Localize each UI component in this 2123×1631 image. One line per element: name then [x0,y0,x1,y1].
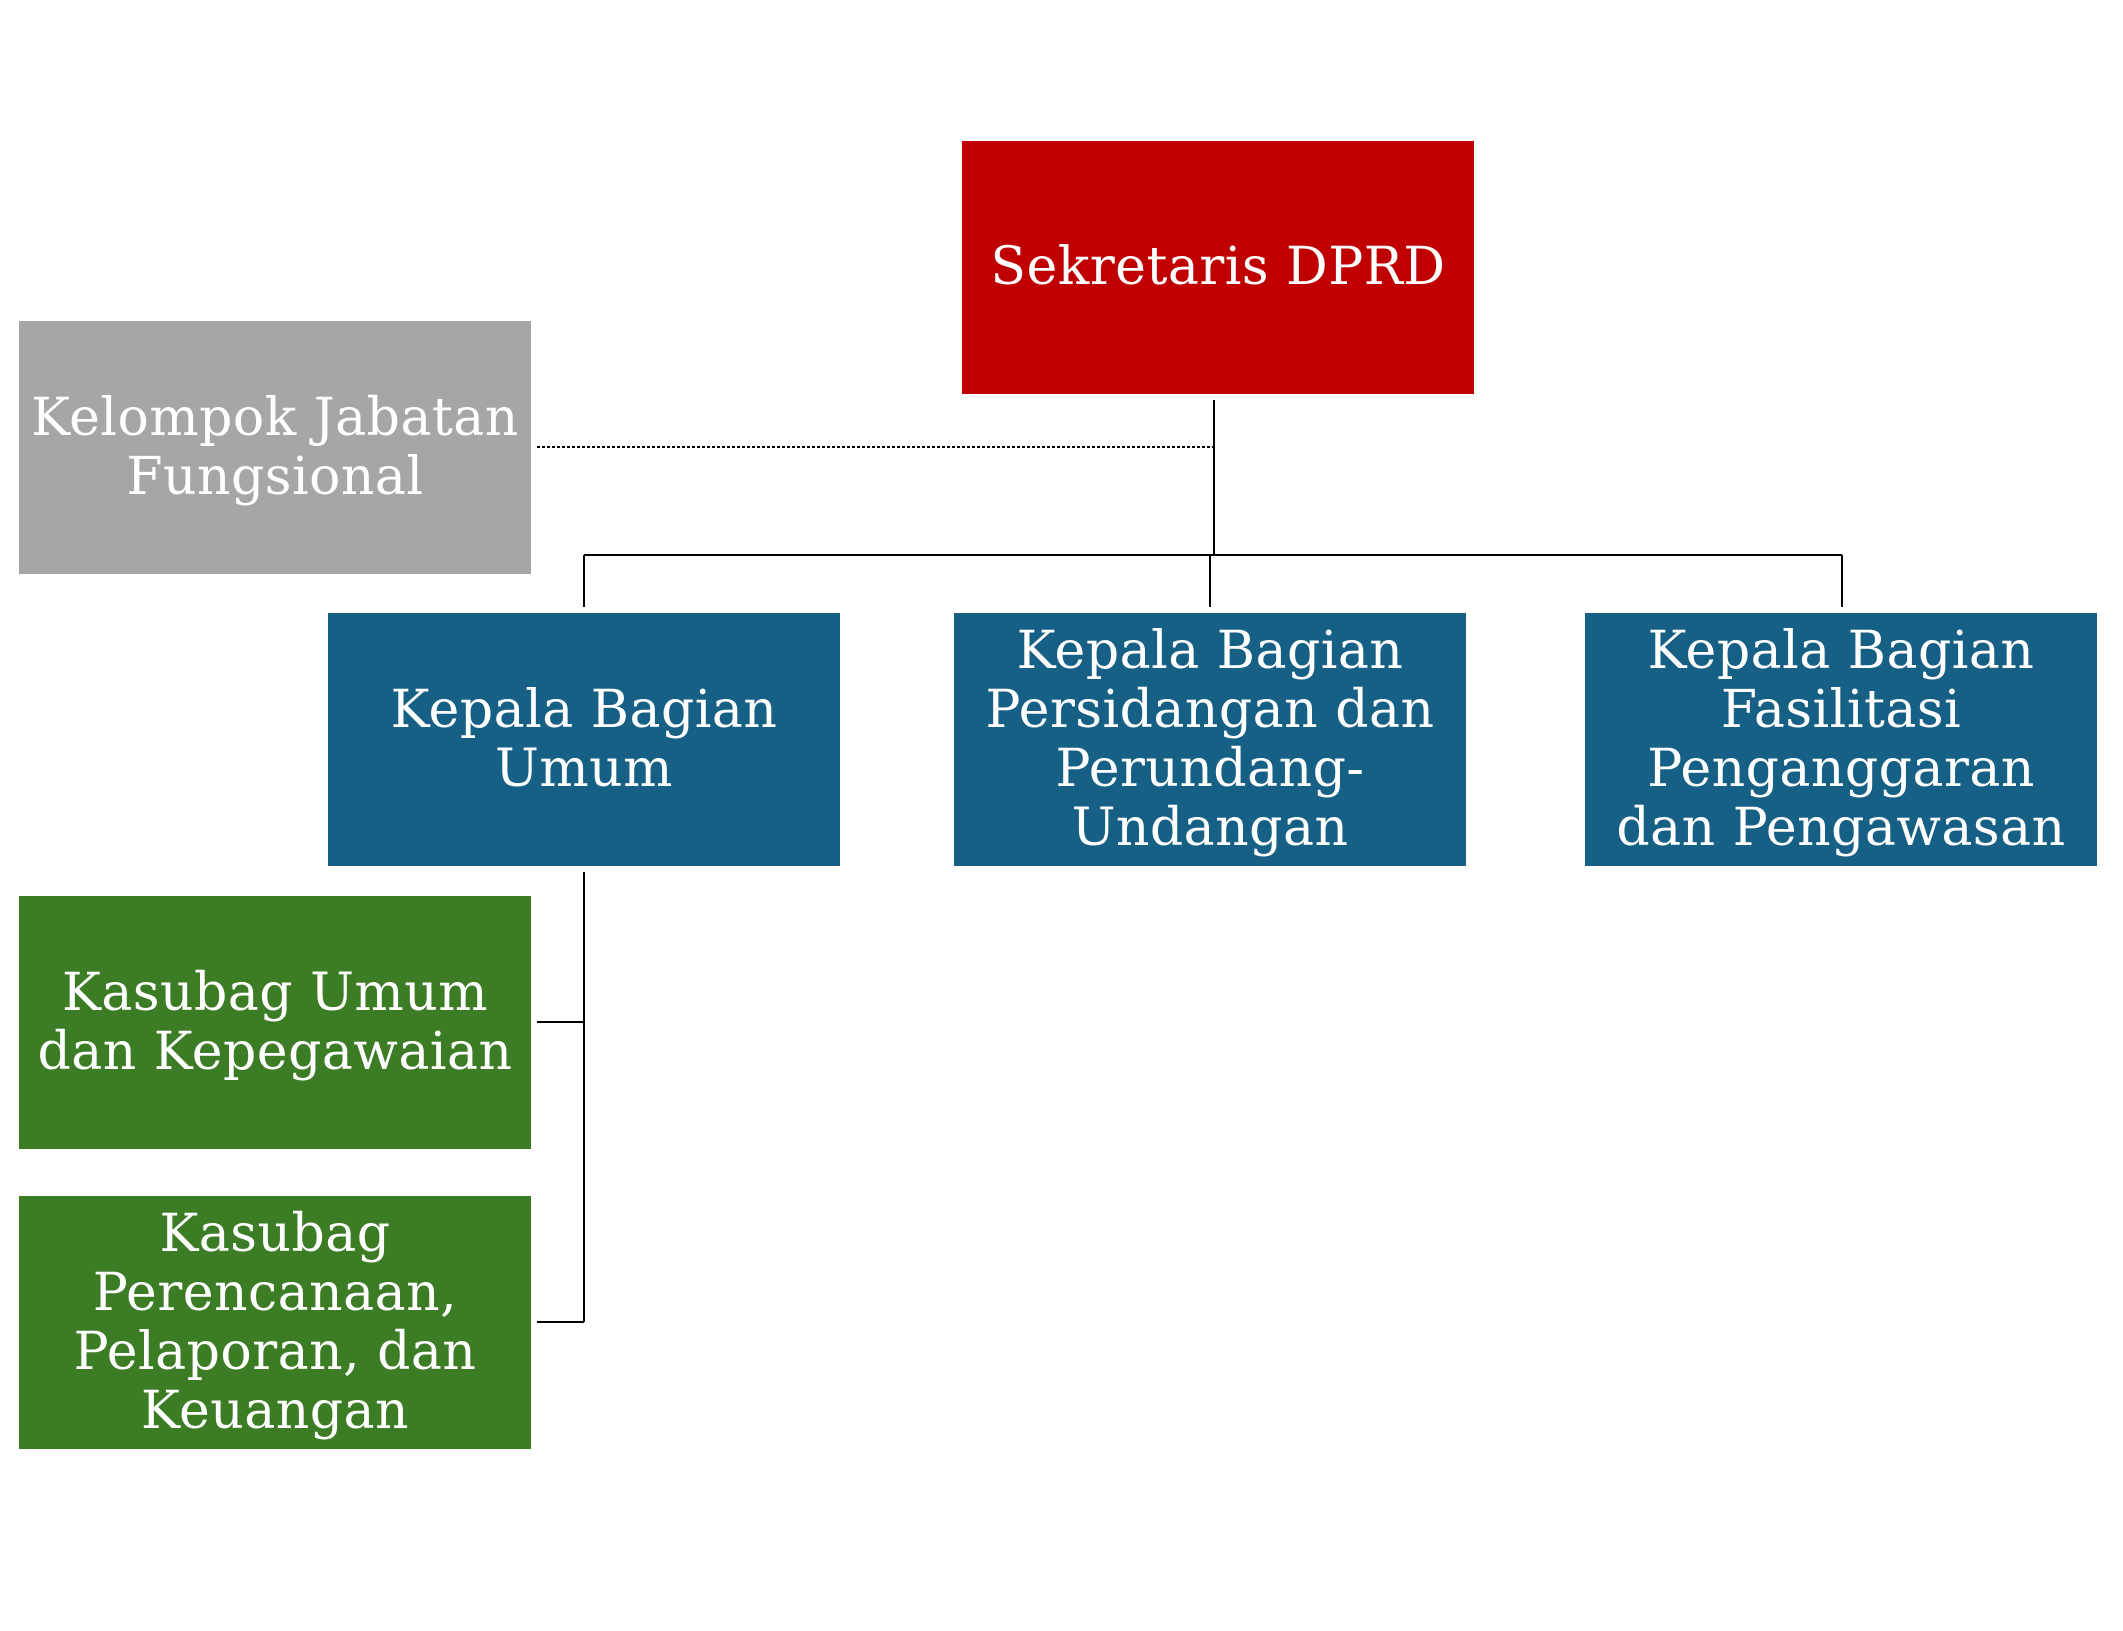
node-label: Kasubag Umum dan Kepegawaian [37,962,513,1082]
node-label: Kepala Bagian Umum [390,679,778,799]
node-kasubag-umum-kepegawaian: Kasubag Umum dan Kepegawaian [19,896,531,1149]
node-sekretaris-dprd: Sekretaris DPRD [962,141,1474,394]
node-kelompok-jabatan-fungsional: Kelompok Jabatan Fungsional [19,321,531,574]
node-label: Sekretaris DPRD [990,237,1446,297]
node-label: Kasubag Perencanaan, Pelaporan, dan Keua… [73,1203,477,1441]
node-kasubag-perencanaan: Kasubag Perencanaan, Pelaporan, dan Keua… [19,1196,531,1449]
node-kepala-bagian-persidangan: Kepala Bagian Persidangan dan Perundang-… [954,613,1466,866]
node-label: Kepala Bagian Fasilitasi Penganggaran da… [1616,620,2066,858]
node-kepala-bagian-fasilitasi: Kepala Bagian Fasilitasi Penganggaran da… [1585,613,2097,866]
node-label: Kelompok Jabatan Fungsional [31,387,519,507]
node-label: Kepala Bagian Persidangan dan Perundang-… [985,620,1435,858]
node-kepala-bagian-umum: Kepala Bagian Umum [328,613,840,866]
